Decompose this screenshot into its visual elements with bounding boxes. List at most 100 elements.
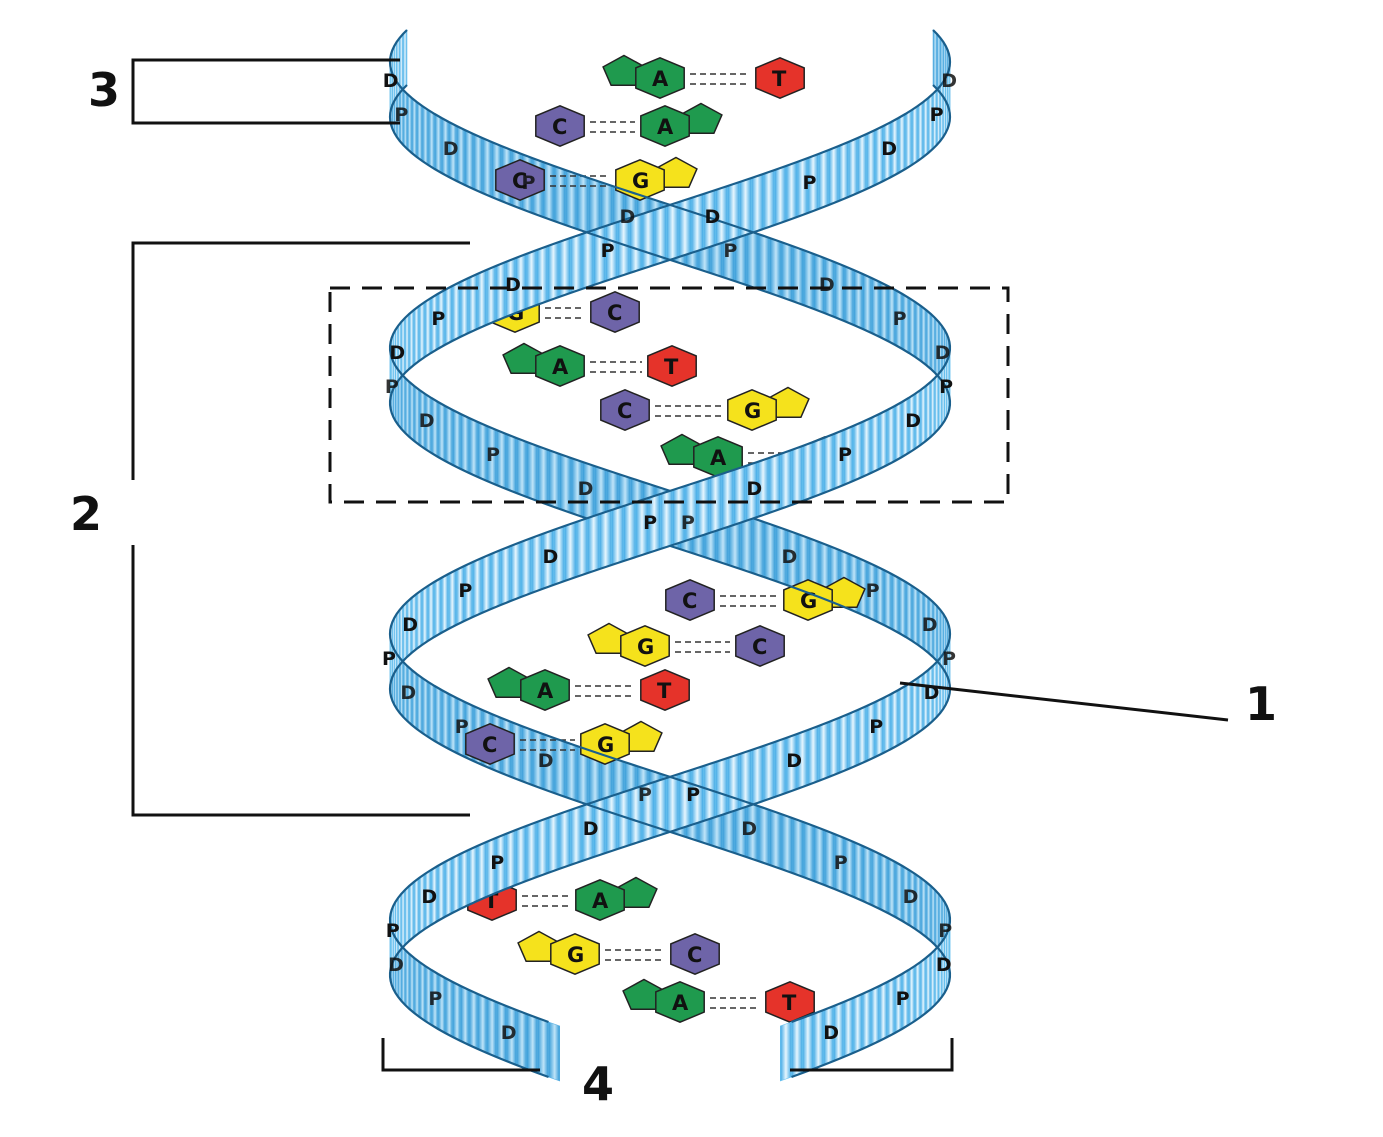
strand-b-segment	[696, 477, 710, 538]
sugar-label: D	[786, 750, 802, 772]
phosphate-label: P	[458, 580, 472, 602]
sugar-label: D	[400, 682, 416, 704]
strand-b-segment	[427, 581, 435, 642]
base-C: C	[590, 290, 640, 334]
strand-b-segment	[660, 489, 673, 550]
base-C: C	[735, 624, 785, 668]
strand-a-segment	[548, 1021, 560, 1082]
strand-a-segment	[451, 281, 461, 342]
phosphate-label: P	[486, 444, 500, 466]
strand-b-segment	[769, 809, 782, 870]
strand-a-segment	[917, 673, 924, 734]
strand-b-segment	[780, 813, 793, 874]
strand-b-segment	[440, 573, 449, 634]
strand-a-segment	[413, 957, 420, 1018]
strand-b-segment	[802, 249, 815, 310]
strand-a-segment	[617, 789, 631, 850]
strand-b-segment	[861, 989, 872, 1050]
base-letter: T	[657, 679, 672, 703]
label-3: 3	[88, 63, 120, 117]
strand-b-segment	[925, 953, 931, 1014]
strand-a-segment	[848, 709, 858, 770]
sugar-label: D	[388, 954, 404, 976]
strand-a-segment	[505, 829, 516, 890]
base-letter: G	[567, 943, 584, 967]
strand-a-segment	[922, 97, 929, 158]
strand-b-segment	[843, 265, 854, 326]
strand-b-segment	[934, 373, 939, 434]
strand-a-segment	[452, 981, 461, 1042]
strand-a-segment	[476, 841, 487, 902]
strand-a-segment	[413, 877, 420, 938]
strand-b-segment	[553, 165, 566, 226]
strand-b-segment	[411, 97, 418, 158]
base-letter: C	[482, 733, 497, 757]
strand-a-segment	[558, 809, 571, 870]
phosphate-label: P	[431, 308, 445, 330]
strand-a-segment	[547, 813, 560, 874]
strand-a-segment	[727, 181, 740, 242]
strand-a-segment	[460, 413, 470, 474]
strand-a-segment	[666, 773, 680, 834]
strand-a-segment	[848, 137, 858, 198]
strand-a-segment	[409, 953, 415, 1014]
strand-b-segment	[427, 681, 435, 742]
strand-a-segment	[690, 193, 704, 254]
strand-b-segment	[930, 377, 936, 438]
base-letter: T	[782, 991, 797, 1015]
strand-a-segment	[486, 997, 497, 1058]
strand-a-segment	[641, 209, 655, 270]
base-letter: G	[597, 733, 614, 757]
strand-a-segment	[911, 585, 919, 646]
base-G: G	[783, 576, 866, 622]
sugar-label: D	[741, 818, 757, 840]
base-letter: C	[682, 589, 697, 613]
strand-b-segment	[862, 845, 872, 906]
sugar-label: D	[543, 546, 559, 568]
strand-a-segment	[932, 29, 938, 90]
strand-a-segment	[505, 433, 517, 494]
strand-a-segment	[515, 825, 527, 886]
strand-b-segment	[473, 133, 483, 194]
strand-a-segment	[727, 753, 740, 814]
strand-b-segment	[802, 441, 814, 502]
strand-b-segment	[862, 273, 872, 334]
strand-a-segment	[763, 521, 776, 582]
strand-a-segment	[883, 693, 892, 754]
sugar-label: D	[819, 274, 835, 296]
base-G: G	[517, 930, 600, 976]
phosphate-label: P	[490, 852, 504, 874]
strand-b-segment	[920, 957, 927, 1018]
phosphate-label: P	[930, 104, 944, 126]
sugar-label: D	[389, 342, 405, 364]
strand-b-segment	[500, 545, 511, 606]
base-letter: A	[710, 446, 727, 470]
base-letter: G	[744, 399, 761, 423]
strand-a-segment	[547, 241, 560, 302]
strand-b-segment	[448, 569, 457, 630]
strand-a-segment	[413, 305, 420, 366]
strand-a-segment	[437, 401, 446, 462]
base-A: A	[575, 876, 658, 922]
strand-b-segment	[914, 961, 921, 1022]
strand-a-segment	[559, 453, 572, 514]
sugar-phosphate-backbone: DPDPDPDPDPDPDPDPDPDPDPDPDPDPDDPDPDPDPDPD…	[382, 70, 957, 1044]
strand-a-segment	[400, 889, 406, 950]
phosphate-label: P	[385, 376, 399, 398]
phosphate-label: P	[938, 920, 952, 942]
strand-b-segment	[852, 993, 863, 1054]
strand-a-segment	[486, 265, 497, 326]
strand-a-segment	[857, 705, 867, 766]
strand-b-segment	[871, 849, 881, 910]
strand-a-segment	[460, 985, 470, 1046]
base-letter: A	[657, 115, 674, 139]
strand-a-segment	[570, 805, 583, 866]
strand-b-segment	[575, 517, 589, 578]
strand-b-segment	[416, 673, 423, 734]
strand-a-segment	[911, 105, 919, 166]
phosphate-label: P	[686, 784, 700, 806]
strand-b-segment	[791, 817, 804, 878]
phosphate-label: P	[834, 852, 848, 874]
strand-b-segment	[812, 437, 824, 498]
strand-a-segment	[459, 849, 469, 910]
